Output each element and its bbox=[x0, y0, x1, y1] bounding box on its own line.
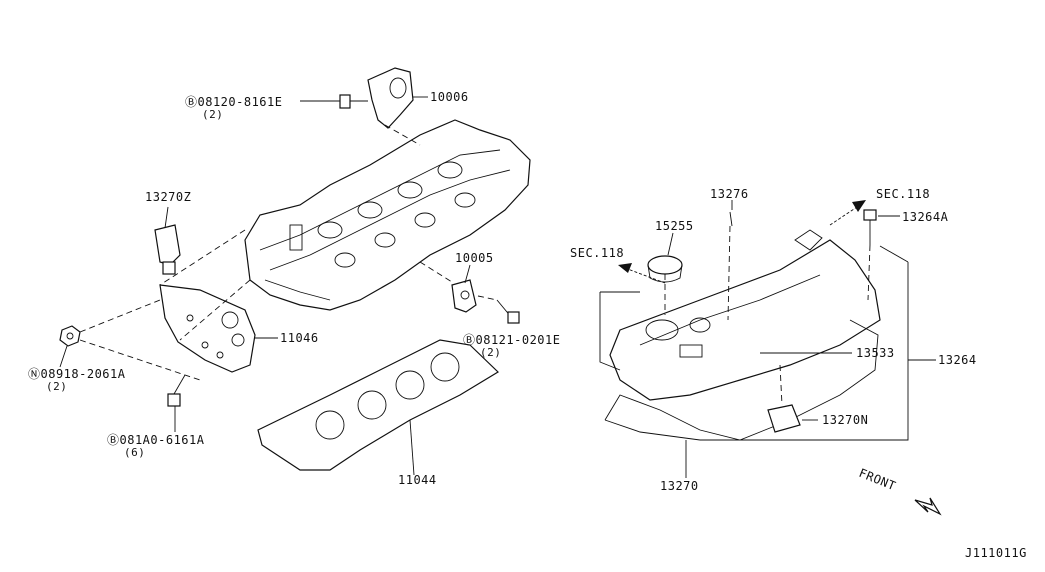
label-qty-081a0: (6) bbox=[124, 446, 145, 459]
diagram-code: J111011G bbox=[965, 546, 1027, 560]
label-11046: 11046 bbox=[280, 331, 319, 345]
part-13270n[interactable] bbox=[767, 404, 801, 433]
label-13270n: 13270N bbox=[822, 413, 868, 427]
label-11044: 11044 bbox=[398, 473, 437, 487]
bolt-08120-8161e[interactable] bbox=[300, 94, 368, 109]
label-08120-8161e: Ⓑ08120-8161E bbox=[185, 95, 282, 109]
bracket-10006[interactable] bbox=[367, 67, 414, 129]
cylinder-head[interactable] bbox=[244, 119, 531, 311]
label-sec118-left: SEC.118 bbox=[570, 246, 624, 260]
label-sec118-right: SEC.118 bbox=[876, 187, 930, 201]
label-10006: 10006 bbox=[430, 90, 469, 104]
sec-arrow-right bbox=[829, 200, 866, 226]
bolt-08121-0201e[interactable] bbox=[496, 299, 520, 324]
part-13270z[interactable] bbox=[154, 224, 181, 275]
bolt-13264a[interactable] bbox=[863, 209, 877, 245]
part-13276[interactable] bbox=[729, 211, 733, 227]
bolt-081a0-6161a[interactable] bbox=[167, 374, 186, 407]
front-arrow-icon bbox=[914, 497, 942, 516]
label-081a0-6161a: Ⓑ081A0-6161A bbox=[107, 433, 205, 447]
oil-cap-15255[interactable] bbox=[647, 255, 683, 283]
label-qty-08121: (2) bbox=[480, 346, 501, 359]
rocker-gasket-13270[interactable] bbox=[604, 319, 879, 441]
head-gasket-11044[interactable] bbox=[257, 339, 499, 471]
label-front: FRONT bbox=[857, 466, 898, 493]
label-13270z: 13270Z bbox=[145, 190, 191, 204]
rocker-cover-13264[interactable] bbox=[609, 229, 881, 401]
label-10005: 10005 bbox=[455, 251, 494, 265]
bracket-10005[interactable] bbox=[451, 279, 477, 313]
label-13270: 13270 bbox=[660, 479, 699, 493]
label-08121-0201e: Ⓑ08121-0201E bbox=[463, 333, 560, 347]
label-13264: 13264 bbox=[938, 353, 977, 367]
sec-arrow-left bbox=[618, 263, 666, 284]
front-cover-11046[interactable] bbox=[159, 284, 256, 373]
label-08918-2061a: Ⓝ08918-2061A bbox=[28, 367, 126, 381]
label-qty-08918: (2) bbox=[46, 380, 67, 393]
nut-08918-2061a[interactable] bbox=[59, 325, 81, 347]
label-13264a: 13264A bbox=[902, 210, 949, 224]
label-13533: 13533 bbox=[856, 346, 895, 360]
label-qty-08120: (2) bbox=[202, 108, 223, 121]
label-15255: 15255 bbox=[655, 219, 694, 233]
label-13276: 13276 bbox=[710, 187, 749, 201]
